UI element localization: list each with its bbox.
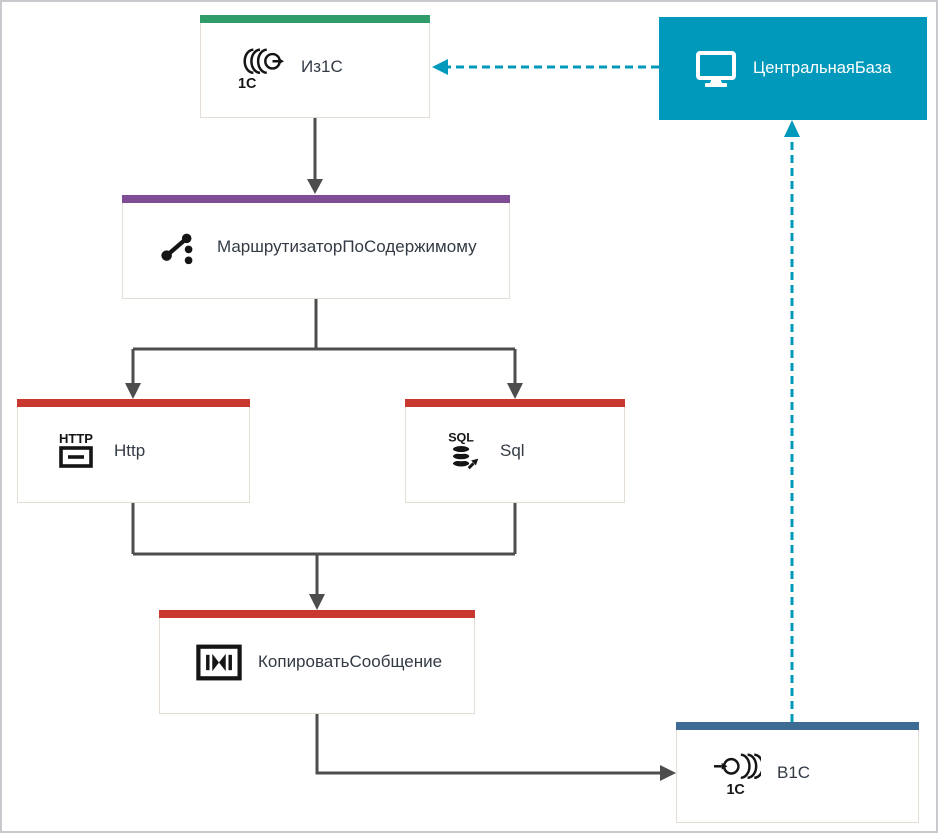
node-copy-message[interactable]: КопироватьСообщение: [159, 610, 475, 714]
onec-glyph: 1С: [238, 76, 256, 90]
node-content: 1С В1С: [677, 723, 918, 822]
node-accent-bar: [17, 399, 250, 407]
monitor-icon: [695, 49, 737, 89]
node-label: ЦентральнаяБаза: [753, 59, 892, 77]
sql-icon: SQL: [442, 428, 484, 474]
node-accent-bar: [200, 15, 430, 23]
edge-v1c-to-central: [784, 120, 800, 722]
node-central-base[interactable]: ЦентральнаяБаза: [659, 17, 927, 120]
node-http[interactable]: HTTP Http: [17, 399, 250, 503]
queue-out-1c-icon: 1С: [237, 44, 285, 90]
node-label: Sql: [500, 441, 525, 460]
node-v1c[interactable]: 1С В1С: [676, 722, 919, 823]
http-glyph: HTTP: [59, 431, 93, 446]
arrowhead: [660, 765, 676, 781]
node-accent-bar: [676, 722, 919, 730]
arrowhead: [432, 59, 448, 75]
node-label: КопироватьСообщение: [258, 652, 443, 671]
node-label: Из1С: [301, 56, 343, 76]
node-content: КопироватьСообщение: [160, 611, 474, 713]
node-content: ЦентральнаяБаза: [659, 17, 927, 120]
node-label: Http: [114, 441, 146, 460]
edge-copy-to-v1c: [315, 714, 676, 781]
arrowhead: [125, 383, 141, 399]
arrowhead: [507, 383, 523, 399]
node-accent-bar: [405, 399, 625, 407]
node-content: 1С Из1С: [201, 16, 429, 117]
sql-glyph: SQL: [448, 430, 474, 444]
node-router[interactable]: МаршрутизаторПоСодержимому: [122, 195, 510, 299]
arrowhead: [309, 594, 325, 610]
copy-message-icon: [196, 644, 242, 681]
node-accent-bar: [122, 195, 510, 203]
queue-in-1c-icon: 1С: [713, 750, 761, 796]
node-content: МаршрутизаторПоСодержимому: [123, 196, 509, 298]
node-sql[interactable]: SQL Sql: [405, 399, 625, 503]
node-label: МаршрутизаторПоСодержимому: [217, 237, 477, 256]
arrowhead: [307, 179, 323, 194]
node-accent-bar: [159, 610, 475, 618]
node-label: В1С: [777, 762, 811, 782]
edge-iz1c-to-router: [307, 118, 323, 194]
onec-glyph: 1С: [726, 782, 744, 796]
route-icon: [159, 226, 201, 268]
edge-router-to-http-sql: [125, 299, 523, 399]
arrowhead: [784, 120, 800, 137]
node-iz1c[interactable]: 1С Из1С: [200, 15, 430, 118]
http-icon: HTTP: [54, 430, 98, 472]
edge-http-sql-to-copy: [131, 503, 517, 610]
node-content: HTTP Http: [18, 400, 249, 502]
edge-central-to-iz1c: [432, 59, 659, 75]
node-content: SQL Sql: [406, 400, 624, 502]
